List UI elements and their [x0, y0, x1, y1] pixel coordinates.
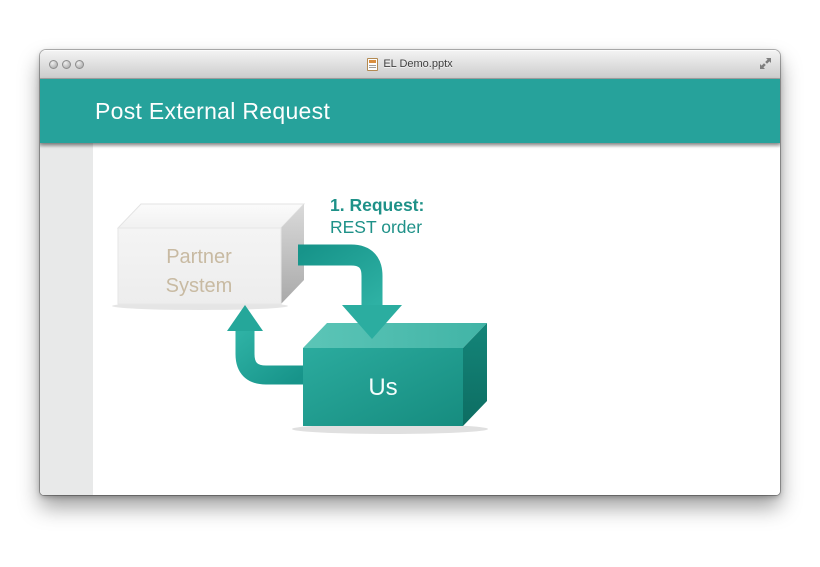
- request-annotation-text: REST order: [330, 217, 422, 237]
- minimize-button[interactable]: [62, 59, 71, 69]
- response-arrow: [227, 305, 303, 385]
- us-box: Us: [303, 323, 487, 426]
- us-box-shadow: [292, 424, 488, 434]
- fullscreen-button[interactable]: [759, 57, 772, 70]
- partner-box-label-line1: Partner: [166, 246, 232, 268]
- request-annotation: 1. Request: REST order: [330, 195, 424, 237]
- zoom-button[interactable]: [75, 59, 84, 69]
- window-titlebar[interactable]: EL Demo.pptx: [40, 50, 780, 79]
- window-title-area: EL Demo.pptx: [40, 57, 780, 71]
- request-annotation-bold: 1. Request:: [330, 195, 424, 215]
- slide-header: Post External Request: [40, 79, 780, 143]
- request-arrow: [298, 244, 402, 339]
- document-icon: [367, 57, 379, 71]
- us-box-label: Us: [368, 374, 397, 401]
- window-title: EL Demo.pptx: [383, 58, 453, 70]
- diagram: Partner System Us 1. Requ: [40, 143, 780, 495]
- app-window: EL Demo.pptx Post External Request: [40, 50, 780, 495]
- traffic-lights: [49, 50, 84, 78]
- slide-title: Post External Request: [95, 97, 331, 124]
- slide-side-strip: [40, 143, 93, 495]
- slide-canvas: Partner System Us 1. Requ: [40, 143, 780, 495]
- partner-system-box: Partner System: [116, 203, 306, 305]
- partner-box-label-line2: System: [166, 275, 233, 297]
- header-shadow: [40, 143, 780, 148]
- fullscreen-icon: [760, 58, 771, 69]
- close-button[interactable]: [49, 59, 58, 69]
